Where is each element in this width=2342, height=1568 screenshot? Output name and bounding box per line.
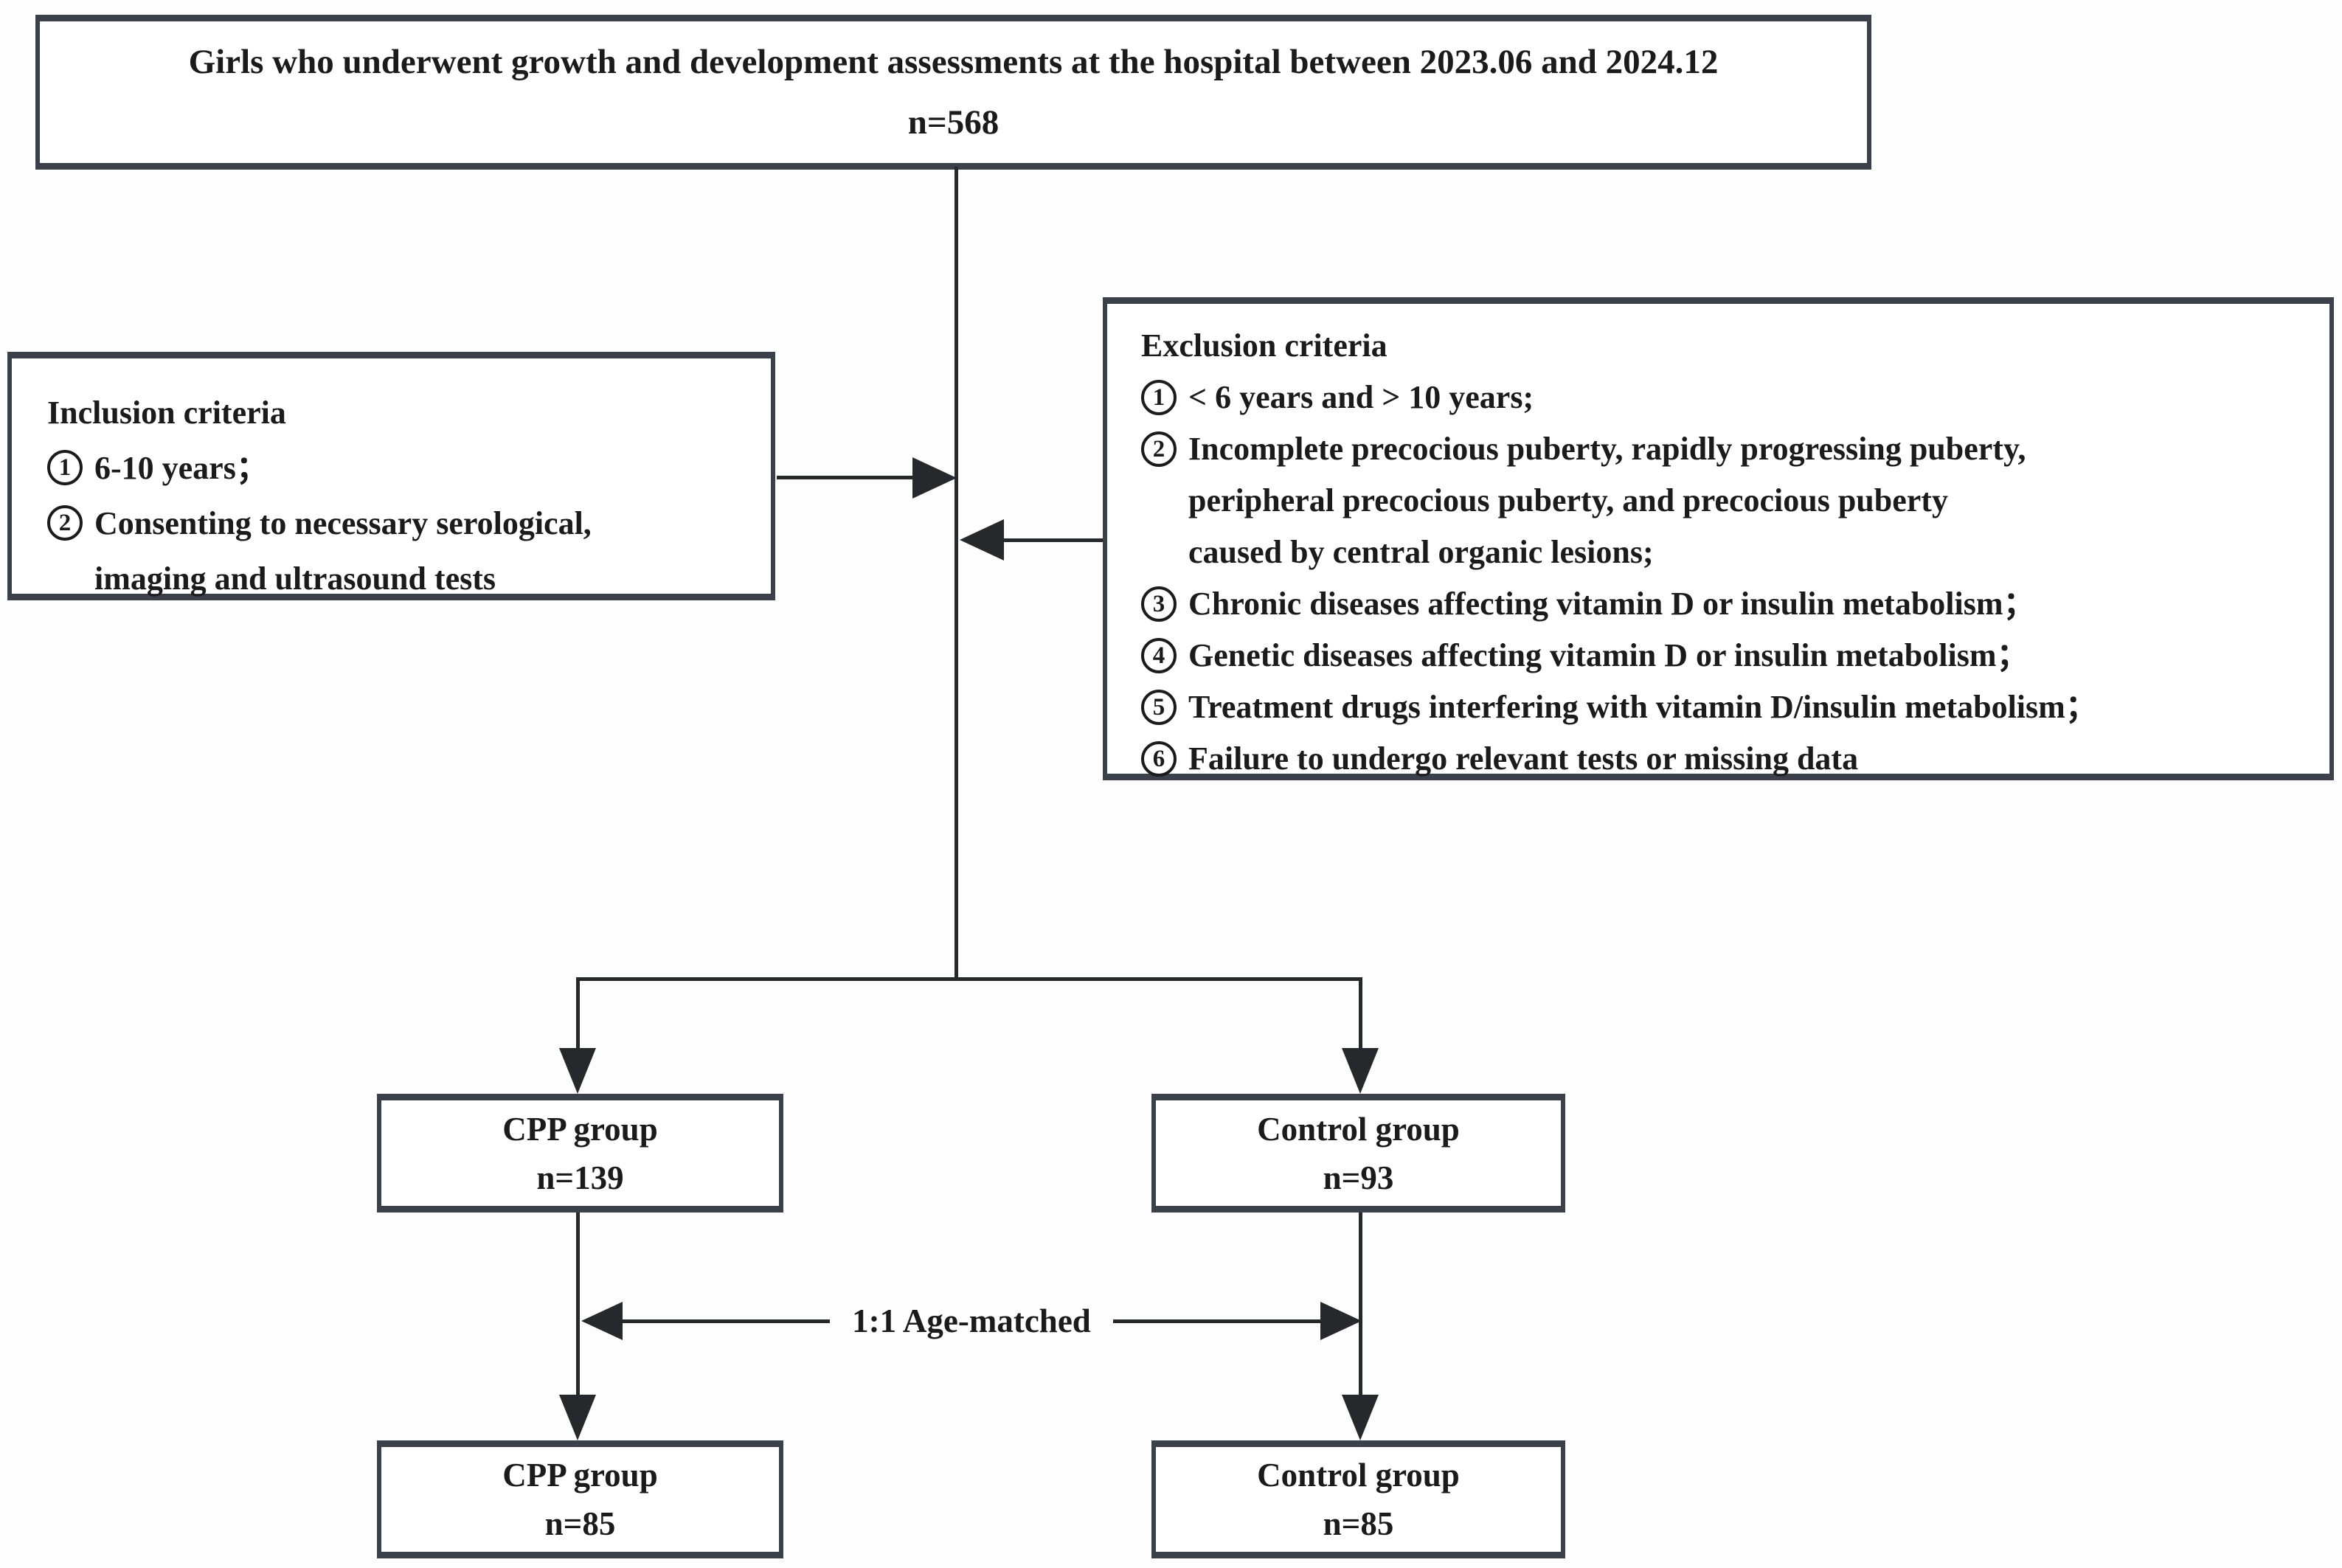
control-group-count: n=93	[1323, 1159, 1394, 1196]
age-match-label: 1:1 Age-matched	[852, 1302, 1091, 1339]
arrowhead-down-icon	[559, 1395, 596, 1440]
arrowhead-right-icon	[1320, 1302, 1362, 1340]
arrowhead-down-icon	[559, 1048, 596, 1094]
circled-1-icon: 1	[1141, 380, 1177, 415]
arrowhead-down-icon	[1342, 1395, 1379, 1440]
control-group-name: Control group	[1257, 1110, 1460, 1148]
exclusion-item-4-text: Genetic diseases affecting vitamin D or …	[1188, 637, 2029, 673]
age-match-arrow: 1:1 Age-matched	[581, 1297, 1362, 1345]
exclusion-item-1: 1 < 6 years and > 10 years;	[1141, 372, 2316, 423]
branch-split-line	[576, 977, 1362, 981]
inclusion-item-2: 2 Consenting to necessary serological, i…	[47, 496, 752, 606]
arrowhead-left-icon	[581, 1302, 623, 1340]
cpp-down-line	[576, 1213, 580, 1396]
control-group-box: Control group n=93	[1151, 1094, 1565, 1213]
arrowhead-right-icon	[912, 457, 957, 499]
cpp-matched-count: n=85	[544, 1505, 616, 1542]
age-match-line-left	[623, 1319, 831, 1323]
inclusion-arrow-line	[777, 476, 912, 479]
top-population-box: Girls who underwent growth and developme…	[35, 15, 1871, 170]
inclusion-criteria-box: Inclusion criteria 1 6-10 years； 2 Conse…	[7, 352, 775, 600]
inclusion-title: Inclusion criteria	[47, 395, 286, 431]
circled-3-icon: 3	[1141, 586, 1177, 622]
control-branch-line	[1359, 977, 1362, 1050]
exclusion-item-3: 3 Chronic diseases affecting vitamin D o…	[1141, 578, 2316, 630]
inclusion-item-2-text: Consenting to necessary serological, ima…	[94, 505, 592, 597]
circled-6-icon: 6	[1141, 741, 1177, 777]
arrowhead-down-icon	[1342, 1048, 1379, 1094]
circled-1-icon: 1	[47, 450, 83, 485]
arrowhead-left-icon	[960, 519, 1004, 561]
cpp-branch-line	[576, 977, 580, 1050]
exclusion-arrow-line	[1004, 538, 1103, 542]
top-population-count: n=568	[907, 103, 999, 142]
exclusion-item-6-text: Failure to undergo relevant tests or mis…	[1188, 740, 1859, 777]
cpp-matched-name: CPP group	[502, 1457, 658, 1494]
top-population-text: Girls who underwent growth and developme…	[188, 43, 1719, 81]
exclusion-item-6: 6 Failure to undergo relevant tests or m…	[1141, 733, 2316, 785]
circled-4-icon: 4	[1141, 638, 1177, 673]
exclusion-title: Exclusion criteria	[1141, 327, 1387, 364]
cpp-group-name: CPP group	[502, 1110, 658, 1148]
main-flow-line	[955, 167, 958, 979]
exclusion-item-3-text: Chronic diseases affecting vitamin D or …	[1188, 586, 2036, 622]
circled-2-icon: 2	[1141, 431, 1177, 467]
control-matched-name: Control group	[1257, 1457, 1460, 1494]
cpp-group-box: CPP group n=139	[377, 1094, 783, 1213]
control-matched-count: n=85	[1323, 1505, 1394, 1542]
cpp-group-count: n=139	[536, 1159, 624, 1196]
inclusion-item-1-text: 6-10 years；	[94, 450, 269, 486]
exclusion-item-4: 4 Genetic diseases affecting vitamin D o…	[1141, 630, 2316, 681]
exclusion-item-5-text: Treatment drugs interfering with vitamin…	[1188, 689, 2098, 725]
control-matched-box: Control group n=85	[1151, 1440, 1565, 1558]
cpp-matched-box: CPP group n=85	[377, 1440, 783, 1558]
exclusion-item-1-text: < 6 years and > 10 years;	[1188, 379, 1534, 415]
inclusion-item-1: 1 6-10 years；	[47, 440, 752, 496]
circled-2-icon: 2	[47, 505, 83, 541]
exclusion-item-5: 5 Treatment drugs interfering with vitam…	[1141, 681, 2316, 733]
exclusion-item-2-text: Incomplete precocious puberty, rapidly p…	[1188, 431, 2026, 570]
circled-5-icon: 5	[1141, 690, 1177, 725]
age-match-line-right	[1112, 1319, 1320, 1323]
exclusion-item-2: 2 Incomplete precocious puberty, rapidly…	[1141, 423, 2316, 578]
exclusion-criteria-box: Exclusion criteria 1 < 6 years and > 10 …	[1103, 297, 2334, 780]
